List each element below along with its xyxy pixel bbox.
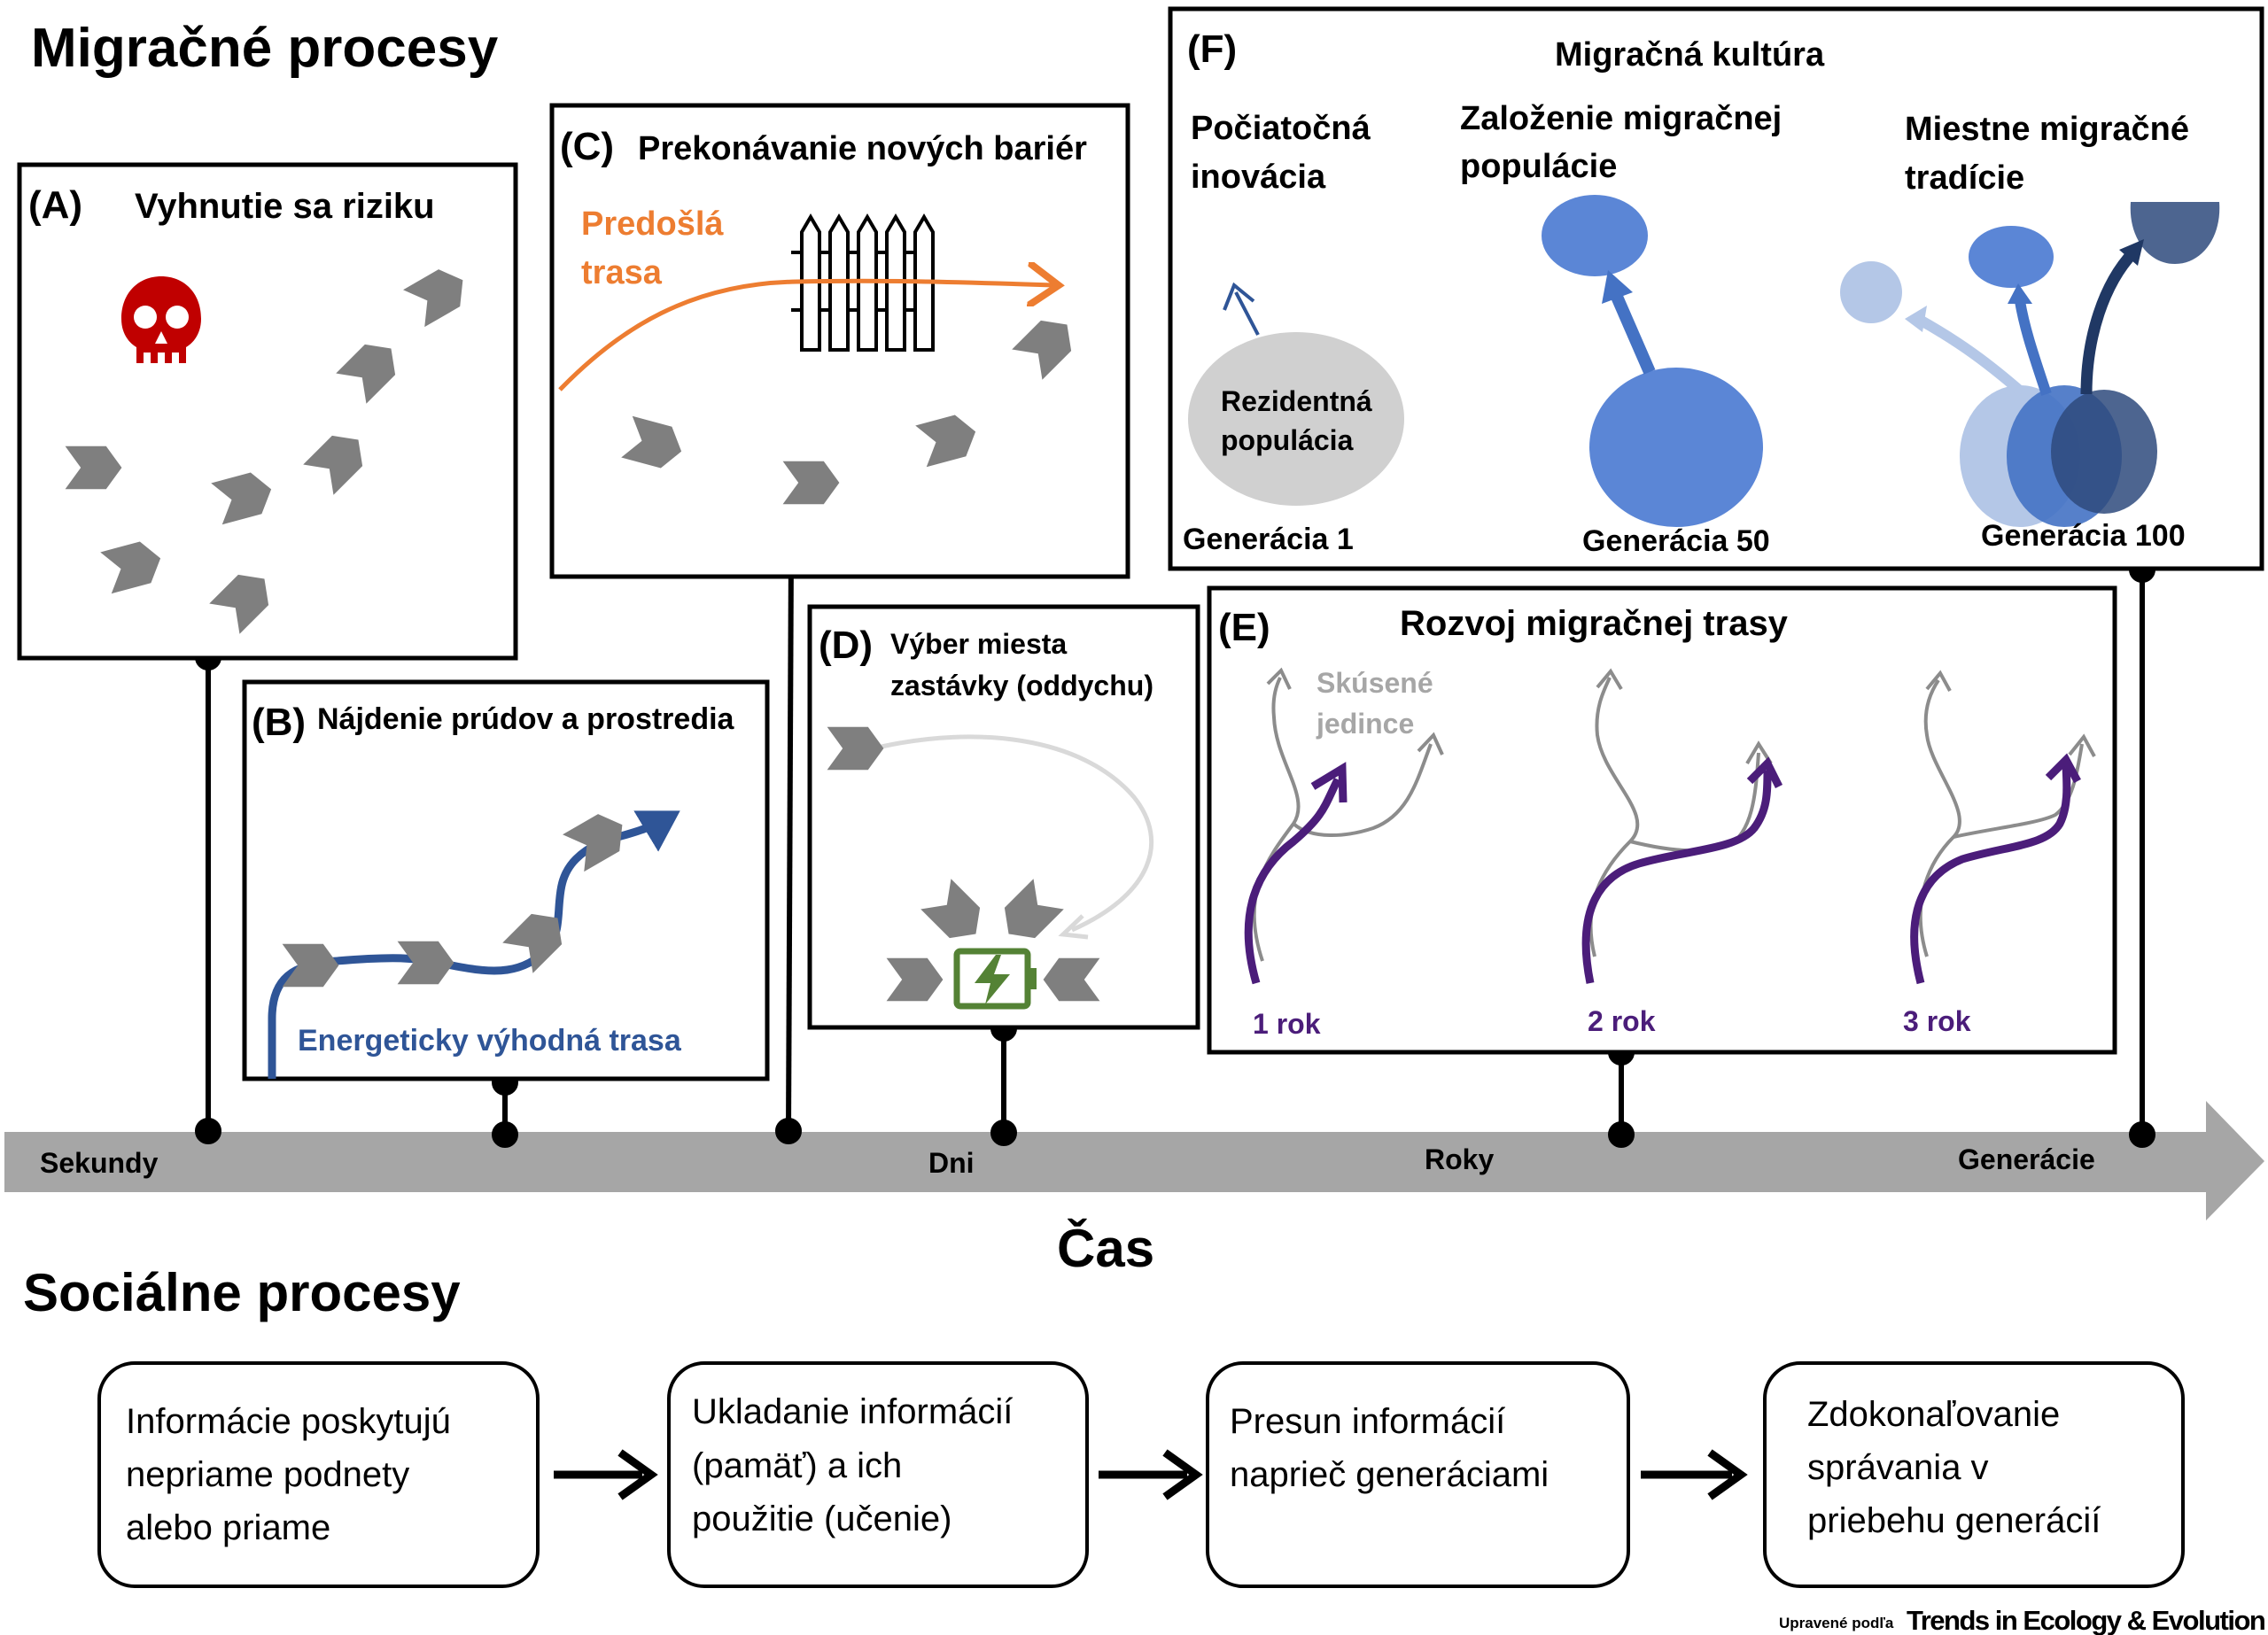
generation-50-label: Generácia 50	[1582, 524, 1770, 558]
founding-label-1: Založenie migračnej	[1460, 100, 1782, 137]
social-step-2-line-3: použitie (učenie)	[692, 1499, 952, 1538]
panel-f-letter: (F)	[1187, 27, 1237, 71]
year-2-label: 2 rok	[1588, 1005, 1656, 1037]
panel-b: (B) Nájdenie prúdov a prostredia Energet…	[242, 679, 770, 1081]
panel-d: (D) Výber miesta zastávky (oddychu)	[807, 604, 1200, 1030]
credit-prefix: Upravené podľa	[1779, 1615, 1894, 1631]
tradition-pop-dark	[2051, 390, 2157, 514]
route-year-3	[1910, 670, 2096, 985]
resident-population-label-2: populácia	[1221, 424, 1354, 456]
social-step-1-line-3: alebo priame	[126, 1508, 330, 1547]
panel-e: (E) Rozvoj migračnej trasy Skúsené jedin…	[1207, 585, 2117, 1055]
timeline-label-seconds: Sekundy	[40, 1147, 159, 1179]
migration-title: Migračné procesy	[31, 18, 499, 79]
time-axis-title: Čas	[1057, 1219, 1154, 1278]
panel-d-letter: (D)	[819, 624, 873, 667]
initial-innovation-label-1: Počiatočná	[1191, 110, 1371, 147]
generation-1-label: Generácia 1	[1183, 523, 1354, 556]
social-step-3-line-1: Presun informácií	[1230, 1402, 1505, 1441]
panel-d-title-2: zastávky (oddychu)	[890, 670, 1153, 701]
timeline: Sekundy Dni Roky Generácie Čas	[4, 1101, 2264, 1278]
social-step-4-line-2: správania v	[1807, 1448, 1989, 1487]
social-title: Sociálne procesy	[23, 1263, 461, 1322]
social-step-2-line-1: Ukladanie informácií	[692, 1392, 1013, 1431]
panel-c: (C) Prekonávanie nových bariér Predošlá …	[549, 103, 1130, 579]
panel-e-letter: (E)	[1218, 606, 1270, 649]
social-flow-arrows	[554, 1449, 1748, 1500]
social-step-1-line-2: nepriame podnety	[126, 1455, 409, 1494]
resident-population-label-1: Rezidentná	[1221, 385, 1372, 417]
skull-icon	[121, 276, 201, 363]
stopover-route-line	[881, 734, 1154, 933]
founding-population-source	[1589, 368, 1763, 527]
panel-f-title: Migračná kultúra	[1555, 36, 1825, 74]
tradition-dest-mid	[1969, 226, 2054, 288]
initial-innovation-label-2: inovácia	[1191, 159, 1326, 196]
social-step-1: Informácie poskytujú nepriame podnety al…	[97, 1361, 540, 1588]
innovation-arrow	[1223, 282, 1260, 336]
social-step-3-line-2: naprieč generáciami	[1230, 1455, 1549, 1494]
panel-d-title-1: Výber miesta	[890, 628, 1067, 660]
founding-arrow	[1611, 294, 1656, 375]
energy-route-label: Energeticky výhodná trasa	[298, 1024, 682, 1058]
year-3-label: 3 rok	[1903, 1005, 1971, 1037]
year-1-label: 1 rok	[1253, 1008, 1321, 1040]
social-step-3: Presun informácií naprieč generáciami	[1206, 1361, 1630, 1588]
social-step-4-line-1: Zdokonaľovanie	[1807, 1395, 2060, 1434]
panel-b-title: Nájdenie prúdov a prostredia	[317, 702, 735, 736]
battery-icon	[953, 948, 1037, 1010]
route-year-2	[1581, 668, 1783, 984]
previous-route-line	[558, 281, 1054, 391]
generation-100-label: Generácia 100	[1981, 519, 2186, 553]
social-step-4: Zdokonaľovanie správania v priebehu gene…	[1763, 1361, 2185, 1588]
founding-label-2: populácie	[1460, 148, 1617, 185]
tradition-dest-dark	[2130, 202, 2220, 264]
experienced-label-1: Skúsené	[1317, 667, 1433, 699]
timeline-label-years: Roky	[1425, 1143, 1494, 1175]
credit-journal: Trends in Ecology & Evolution	[1907, 1605, 2265, 1635]
panel-a: (A) Vyhnutie sa riziku	[17, 162, 518, 661]
panel-b-letter: (B)	[252, 701, 306, 744]
timeline-label-days: Dni	[928, 1147, 975, 1179]
previous-route-label-1: Predošlá	[581, 205, 724, 243]
previous-route-label-2: trasa	[581, 254, 663, 291]
tradition-dest-light	[1840, 261, 1902, 323]
experienced-label-2: jedince	[1316, 708, 1414, 740]
route-year-1	[1244, 667, 1444, 985]
timeline-label-generations: Generácie	[1958, 1143, 2095, 1175]
panel-a-letter: (A)	[28, 183, 82, 227]
social-step-2: Ukladanie informácií (pamäť) a ich použi…	[667, 1361, 1089, 1588]
resident-population	[1188, 332, 1404, 506]
panel-a-title: Vyhnutie sa riziku	[135, 187, 435, 226]
panel-c-letter: (C)	[560, 125, 614, 168]
panel-e-title: Rozvoj migračnej trasy	[1400, 604, 1789, 643]
social-step-1-line-1: Informácie poskytujú	[126, 1402, 451, 1441]
founding-population-new	[1542, 195, 1648, 276]
social-step-2-line-2: (pamäť) a ich	[692, 1446, 902, 1485]
local-tradition-label-2: tradície	[1905, 159, 2024, 197]
social-step-4-line-3: priebehu generácií	[1807, 1501, 2101, 1540]
timeline-arrow	[4, 1101, 2264, 1220]
panel-c-title: Prekonávanie nových bariér	[638, 130, 1087, 167]
panel-f: (F) Migračná kultúra Počiatočná inovácia…	[1168, 6, 2264, 571]
local-tradition-label-1: Miestne migračné	[1905, 111, 2189, 148]
fence-icon	[791, 213, 935, 352]
